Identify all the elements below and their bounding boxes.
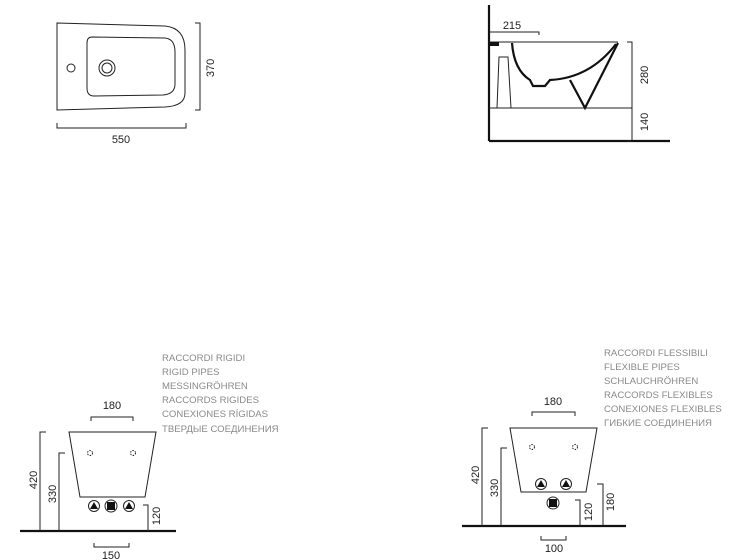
bolt-hole	[130, 450, 136, 456]
bolt-height-label: 330	[489, 479, 501, 497]
rigid-pipes-view: 420 330 120 180 150 RACCORDI RIGIDI RIGI…	[20, 353, 279, 560]
top-view: 370 550	[56, 22, 217, 146]
flexible-pipes-view: 420 330 120 180 180 100 RACCORDI FLESSIB…	[462, 348, 722, 555]
drain-outer	[98, 59, 116, 77]
note-line: FLEXIBLE PIPES	[604, 362, 680, 373]
drain-height-dimension	[575, 499, 581, 526]
bowl-outer	[569, 42, 619, 111]
pipe-height-dimension	[143, 504, 149, 531]
bolt-spacing-label: 180	[103, 400, 121, 412]
supply-height-label: 180	[605, 493, 617, 511]
bidet-front	[68, 431, 157, 498]
offset-label: 215	[503, 20, 521, 32]
pipe-triangle	[123, 500, 135, 512]
height-dimension	[39, 431, 46, 531]
bolt-spacing-dimension	[531, 411, 576, 416]
pipe-spacing-label: 100	[545, 543, 563, 555]
bidet-front	[509, 427, 598, 493]
bowl-outline	[86, 36, 176, 97]
flexible-notes: RACCORDI FLESSIBILI FLEXIBLE PIPES SCHLA…	[604, 348, 722, 429]
note-line: ТВЕРДЫЕ СОЕДИНЕНИЯ	[162, 424, 279, 435]
rigid-notes: RACCORDI RIGIDI RIGID PIPES MESSINGRÖHRE…	[162, 353, 279, 435]
height-dimension	[481, 427, 488, 526]
width-label: 550	[112, 134, 130, 146]
depth-label: 370	[205, 59, 217, 77]
pipe-spacing-dimension	[93, 543, 130, 548]
note-line: MESSINGRÖHREN	[162, 381, 248, 392]
pipe-square	[104, 499, 118, 513]
bolt-height-dimension	[58, 452, 65, 531]
pipe-triangle	[535, 478, 547, 490]
pipe-spacing-dimension	[540, 536, 567, 541]
pipe-spacing-label: 150	[102, 550, 120, 560]
width-dimension	[56, 123, 187, 129]
bowl-inner	[510, 42, 617, 88]
side-view: 215 280 140	[487, 5, 670, 143]
bolt-hole	[87, 450, 93, 456]
drain-inner	[101, 62, 113, 74]
depth-dimension	[195, 22, 201, 111]
bracket	[496, 56, 512, 109]
bolt-spacing-dimension	[90, 416, 134, 421]
note-line: CONEXIONES RÍGIDAS	[162, 409, 268, 420]
bolt-height-dimension	[500, 447, 507, 526]
offset-dimension	[489, 31, 540, 35]
note-line: RACCORDI RIGIDI	[162, 353, 245, 364]
rim-fix	[489, 42, 499, 46]
floor-gap-label: 140	[639, 113, 651, 131]
pipe-height-label: 120	[151, 507, 163, 525]
note-line: CONEXIONES FLEXIBLES	[604, 404, 722, 415]
height-dimension	[627, 41, 633, 142]
note-line: SCHLAUCHRÖHREN	[604, 376, 698, 387]
note-line: RIGID PIPES	[162, 367, 220, 378]
tap-hole	[66, 63, 76, 73]
pipe-triangle	[88, 500, 100, 512]
note-line: RACCORDS FLEXIBLES	[604, 390, 713, 401]
bolt-hole	[529, 444, 535, 450]
bolt-spacing-label: 180	[544, 396, 562, 408]
drain-height-label: 120	[583, 503, 595, 521]
bolt-hole	[572, 444, 578, 450]
note-line: RACCORDS RIGIDES	[162, 395, 259, 406]
supply-height-dimension	[597, 483, 604, 526]
bolt-height-label: 330	[47, 485, 59, 503]
height-label: 420	[28, 471, 40, 489]
height-label: 420	[470, 466, 482, 484]
note-line: ГИБКИЕ СОЕДИНЕНИЯ	[604, 418, 712, 429]
bidet-outline	[56, 22, 186, 111]
note-line: RACCORDI FLESSIBILI	[604, 348, 708, 359]
pipe-triangle	[560, 478, 572, 490]
pipe-square	[546, 496, 560, 510]
height-label: 280	[639, 66, 651, 84]
